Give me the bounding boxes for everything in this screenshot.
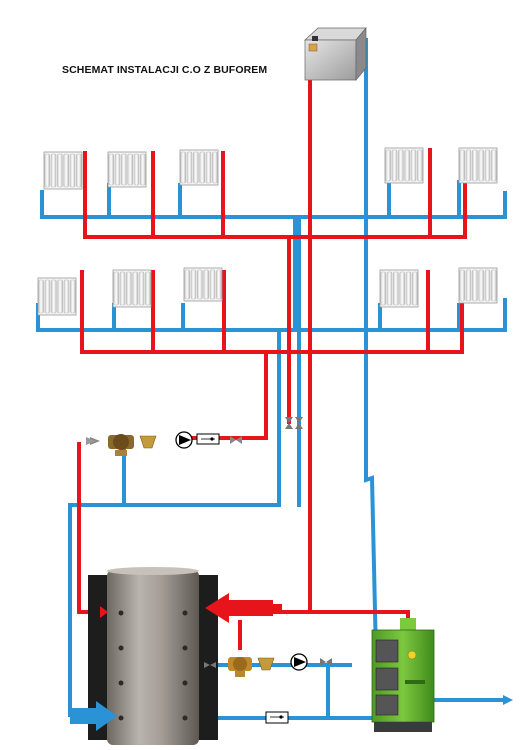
filter-icon <box>139 435 157 449</box>
radiator-lower-5 <box>458 267 498 304</box>
solid-fuel-boiler <box>371 618 435 732</box>
riser-valves <box>285 417 303 429</box>
radiator-upper-4 <box>384 147 424 184</box>
radiator-lower-4 <box>379 269 419 308</box>
mixing-valve-icon <box>228 657 252 677</box>
pump-group-lower <box>204 653 332 677</box>
fittings <box>86 417 513 724</box>
ball-valve-icon <box>320 658 332 666</box>
supply-pipes <box>77 43 467 650</box>
diagram-title: SCHEMAT INSTALACJI C.O Z BUFOREM <box>62 64 268 76</box>
return-arrow-icon <box>503 695 513 705</box>
pump-icon <box>290 653 308 671</box>
return-check-valve-icon <box>265 711 289 724</box>
mixing-valve-icon <box>108 434 134 456</box>
expansion-tank <box>304 27 367 81</box>
radiator-lower-2 <box>112 269 152 308</box>
ball-valve-icon <box>230 436 242 444</box>
flow-arrows <box>70 593 282 731</box>
radiator-upper-5 <box>458 147 498 184</box>
radiators <box>37 147 498 316</box>
radiator-upper-3 <box>179 149 219 186</box>
check-valve-icon <box>196 433 220 445</box>
radiator-lower-1 <box>37 277 77 316</box>
pump-icon <box>175 431 193 449</box>
radiator-upper-2 <box>107 151 147 188</box>
buffer-tank <box>88 567 218 745</box>
radiator-upper-1 <box>43 151 83 190</box>
pump-group-upper <box>86 431 242 456</box>
filter-icon <box>257 657 275 671</box>
radiator-lower-3 <box>183 267 223 302</box>
